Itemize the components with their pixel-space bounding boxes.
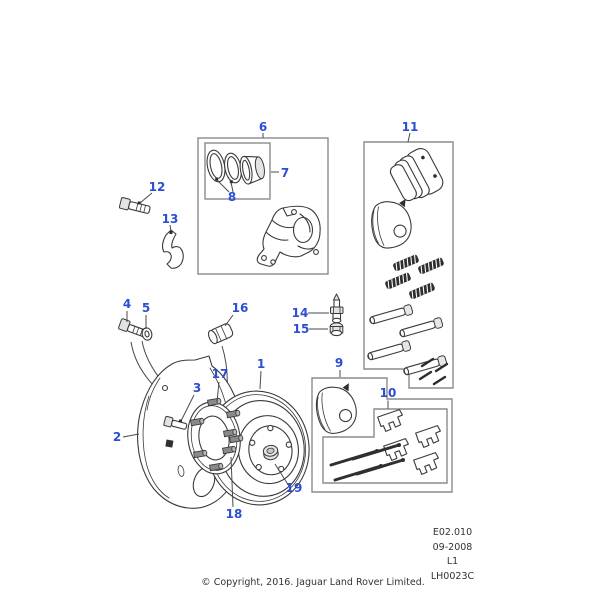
inner-brake-pad bbox=[368, 198, 415, 251]
leader-lines bbox=[122, 132, 411, 508]
callout-18[interactable]: 18 bbox=[226, 507, 243, 521]
callout-3[interactable]: 3 bbox=[193, 381, 201, 395]
callout-17[interactable]: 17 bbox=[212, 367, 229, 381]
callout-1[interactable]: 1 bbox=[257, 357, 265, 371]
callout-11[interactable]: 11 bbox=[402, 120, 419, 134]
callout-19[interactable]: 19 bbox=[286, 481, 303, 495]
retaining-clip bbox=[161, 229, 184, 269]
callout-16[interactable]: 16 bbox=[232, 301, 249, 315]
callout-6[interactable]: 6 bbox=[259, 120, 267, 134]
callout-4[interactable]: 4 bbox=[123, 297, 131, 311]
info-line-2: 09-2008 bbox=[432, 541, 473, 553]
dust-cap bbox=[207, 323, 234, 345]
callout-2[interactable]: 2 bbox=[113, 430, 121, 444]
callout-10[interactable]: 10 bbox=[380, 386, 397, 400]
callout-7[interactable]: 7 bbox=[281, 166, 289, 180]
callout-15[interactable]: 15 bbox=[293, 322, 310, 336]
callout-14[interactable]: 14 bbox=[292, 306, 309, 320]
callout-12[interactable]: 12 bbox=[149, 180, 166, 194]
bleed-screw-cap bbox=[329, 322, 344, 337]
caliper-kit-box bbox=[197, 137, 329, 275]
callout-13[interactable]: 13 bbox=[162, 212, 179, 226]
shield-washer bbox=[141, 327, 153, 341]
piston-seal-2 bbox=[224, 152, 242, 184]
callout-5[interactable]: 5 bbox=[142, 301, 150, 315]
hub-nut bbox=[262, 444, 279, 461]
callout-8[interactable]: 8 bbox=[228, 190, 236, 204]
info-line-1: E02.010 bbox=[432, 527, 473, 538]
brake-caliper bbox=[256, 205, 321, 267]
info-line-4: LH0023C bbox=[430, 570, 475, 582]
guide-pins bbox=[366, 303, 448, 378]
callouts: 1 2 3 4 5 6 7 8 9 10 11 12 13 14 15 16 1… bbox=[113, 120, 419, 521]
bleed-screw bbox=[330, 293, 344, 324]
fitting-kit-box-10 bbox=[322, 408, 448, 484]
caliper-bolt bbox=[118, 197, 151, 214]
info-line-3: L1 bbox=[446, 556, 459, 567]
copyright-notice: © Copyright, 2016. Jaguar Land Rover Lim… bbox=[201, 577, 425, 588]
pad-springs bbox=[383, 253, 446, 301]
split-pins bbox=[418, 357, 449, 386]
callout-9[interactable]: 9 bbox=[335, 356, 343, 370]
pad-kit-box bbox=[363, 141, 454, 389]
pad-kit-box-9 bbox=[311, 377, 453, 493]
outer-brake-pad bbox=[389, 148, 444, 202]
brake-pad-9 bbox=[311, 382, 361, 437]
caliper-piston bbox=[239, 155, 265, 185]
pad-pins bbox=[329, 443, 405, 482]
drawing-info-block: E02.010 09-2008 L1 LH0023C bbox=[405, 526, 500, 584]
